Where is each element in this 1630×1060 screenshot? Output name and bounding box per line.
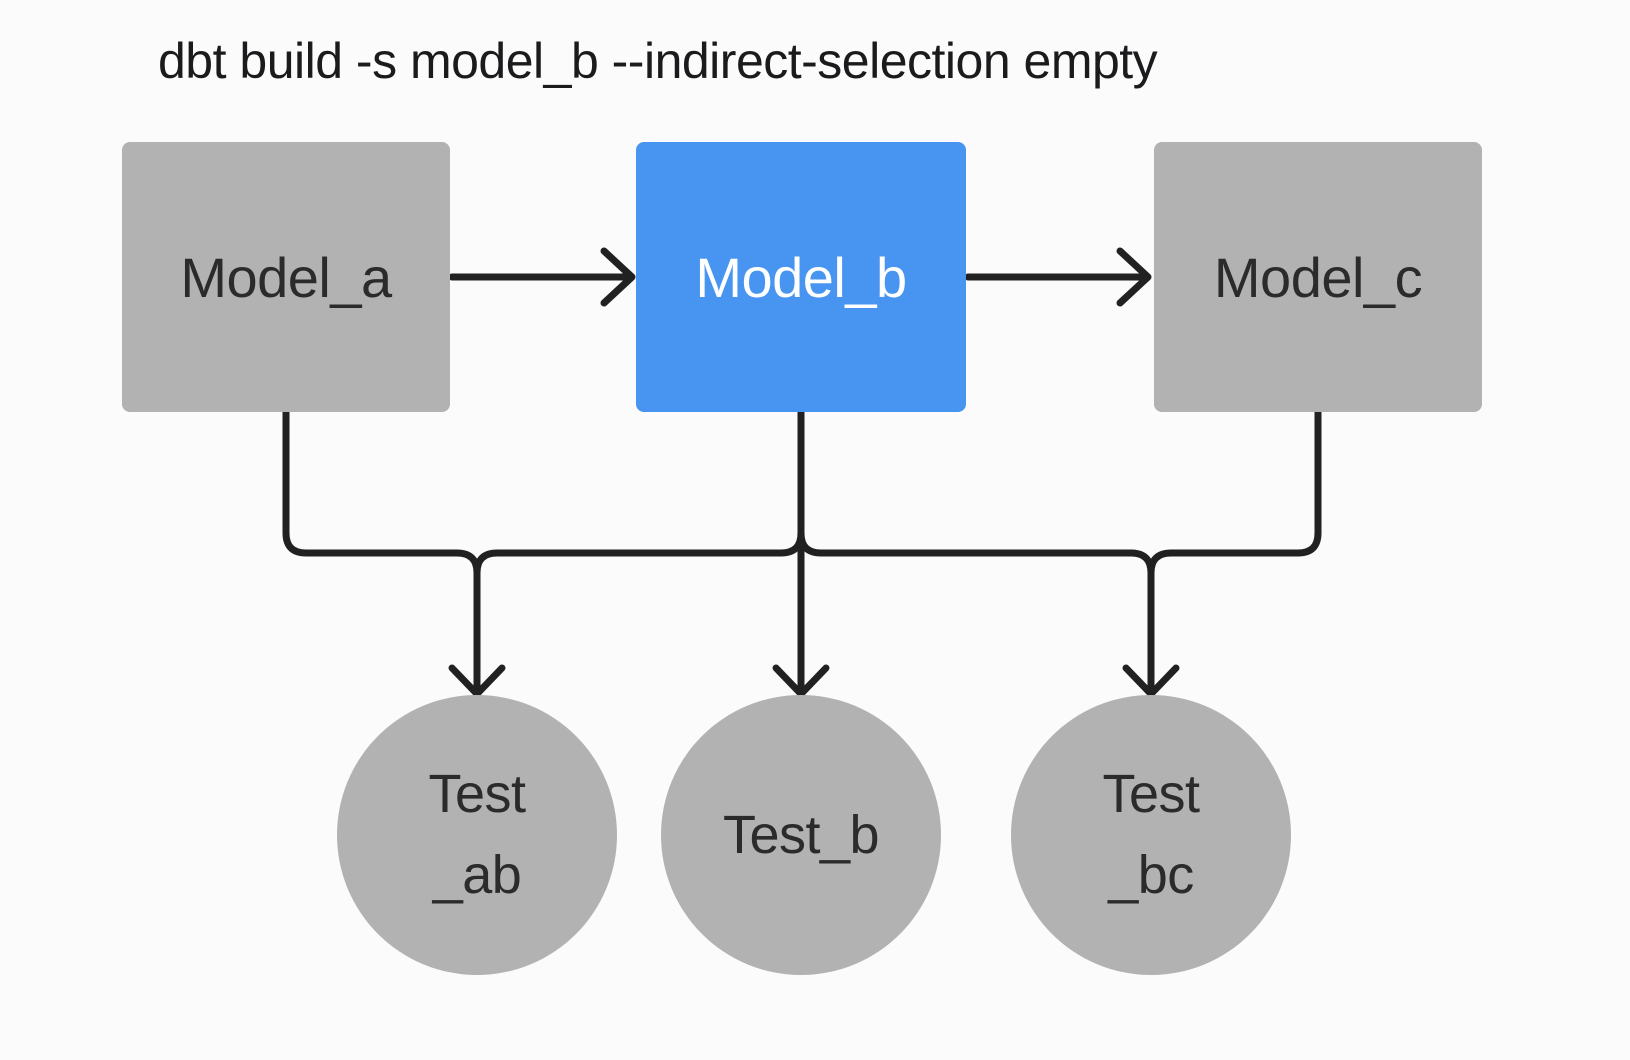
- node-test-bc-label-line2: _bc: [1108, 845, 1194, 905]
- arrowhead-model-c-icon: [1116, 247, 1152, 307]
- node-model-c: Model_c: [1154, 142, 1482, 412]
- node-model-a-label: Model_a: [180, 245, 392, 309]
- arrowhead-test-b-icon: [772, 664, 830, 698]
- arrowhead-test-ab-icon: [448, 664, 506, 698]
- edge-model-b-to-test-bc: [797, 529, 1155, 577]
- node-test-bc-label-line1: Test: [1102, 764, 1200, 824]
- node-model-c-label: Model_c: [1213, 245, 1423, 309]
- node-model-b: Model_b: [636, 142, 966, 412]
- arrowhead-model-b-icon: [600, 247, 636, 307]
- arrowhead-test-bc-icon: [1122, 664, 1180, 698]
- node-model-a: Model_a: [122, 142, 450, 412]
- edge-model-a-to-test-ab: [282, 408, 481, 690]
- node-test-bc: Test _bc: [1011, 695, 1291, 975]
- node-test-b: Test_b: [661, 695, 941, 975]
- edge-model-c-to-test-bc: [1147, 408, 1322, 690]
- node-test-ab: Test _ab: [337, 695, 617, 975]
- node-test-ab-label-line2: _ab: [432, 845, 522, 905]
- node-model-b-label: Model_b: [695, 245, 907, 309]
- diagram-title: dbt build -s model_b --indirect-selectio…: [158, 33, 1158, 89]
- node-test-ab-label-line1: Test: [428, 764, 526, 824]
- edge-model-b-to-test-ab: [473, 529, 805, 577]
- node-test-b-label-line1: Test_b: [722, 804, 880, 865]
